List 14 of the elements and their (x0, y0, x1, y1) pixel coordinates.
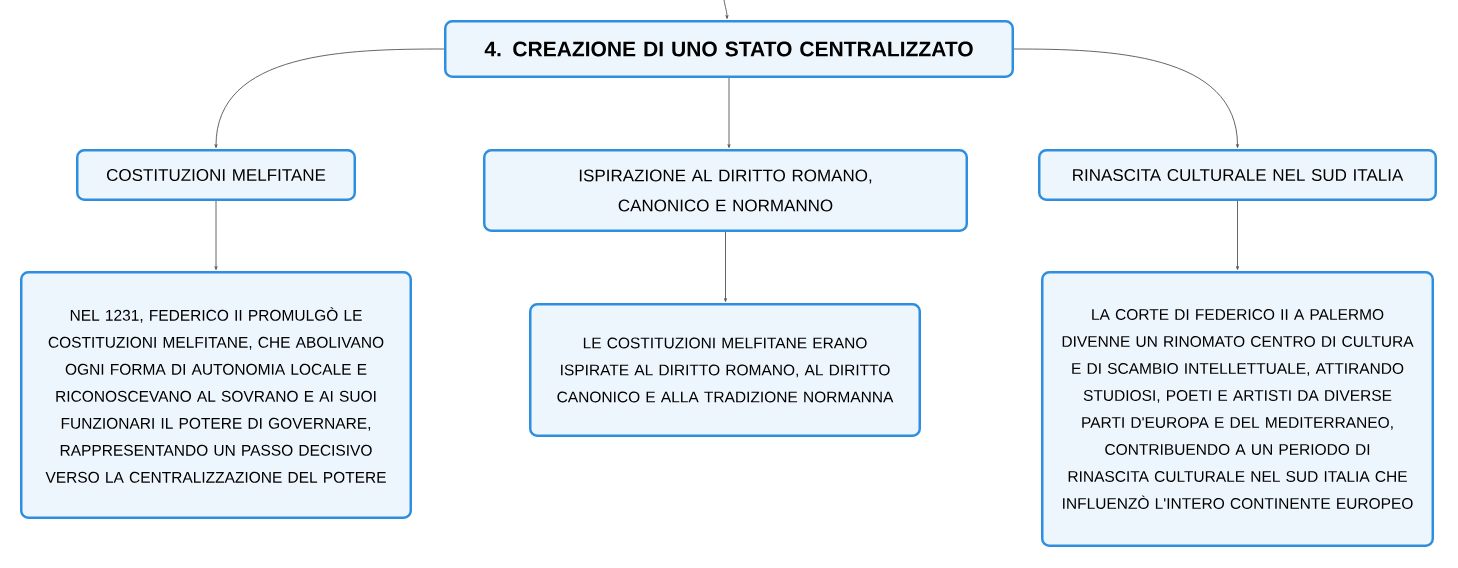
arrow (1013, 48, 1239, 149)
detail-box: NEL 1231, FEDERICO II PROMULGÒ LE COSTITUZIONI MELFITANE, CHE ABOLIVANO OGNI FORMA DI AUTONOMIA LOCALE E RICONOSCEVANO AL SOVRANO E AI SUOI FUNZIONARI IL POTERE DI GOVERNARE, RAPPRESENTANDO UN PASSO DECISIVO VERSO LA CENTRALIZZAZIONE DEL POTERE (20, 271, 412, 519)
arrow (214, 200, 218, 271)
topic-box: ISPIRAZIONE AL DIRITTO ROMANO, CANONICO E NORMANNO (483, 149, 968, 232)
arrow (724, 231, 727, 303)
arrow (723, 0, 729, 20)
arrow (1236, 200, 1239, 271)
arrow (727, 77, 731, 149)
detail-box: LE COSTITUZIONI MELFITANE ERANO ISPIRATE AL DIRITTO ROMANO, AL DIRITTO CANONICO E ALLA TRADIZIONE NORMANNA (529, 303, 921, 437)
detail-box: LA CORTE DI FEDERICO II A PALERMO DIVENNE UN RINOMATO CENTRO DI CULTURA E DI SCAMBIO INTELLETTUALE, ATTIRANDO STUDIOSI, POETI E ARTISTI DA DIVERSE PARTI D'EUROPA E DEL MEDITERRANEO, CONTRIBUENDO A UN PERIODO DI RINASCITA CULTURALE NEL SUD ITALIA CHE INFLUENZÒ L'INTERO CONTINENTE EUROPEO (1041, 271, 1434, 547)
title-box: 4. CREAZIONE DI UNO STATO CENTRALIZZATO (444, 20, 1014, 78)
topic-box: RINASCITA CULTURALE NEL SUD ITALIA (1038, 149, 1437, 201)
arrow (214, 48, 445, 149)
topic-box: COSTITUZIONI MELFITANE (76, 149, 356, 201)
